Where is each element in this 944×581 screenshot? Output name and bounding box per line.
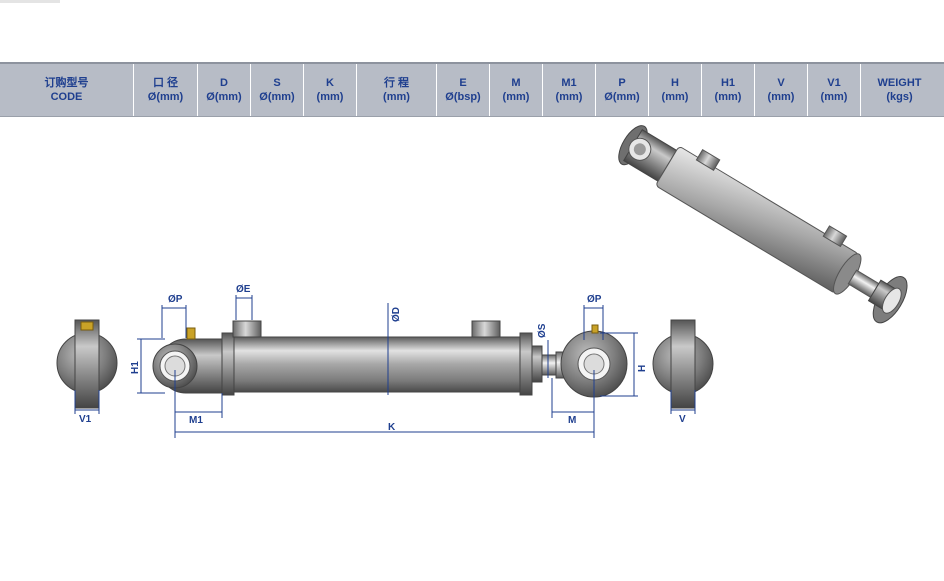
right-end-view: V <box>652 319 714 425</box>
column-header-h-line1: H <box>671 77 679 89</box>
column-header-e-line2: Ø(bsp) <box>445 91 481 103</box>
port-rear <box>232 320 262 338</box>
column-header-bore: 口 径 Ø(mm) <box>134 64 198 116</box>
column-header-v-line2: (mm) <box>767 91 795 103</box>
column-header-v-line1: V <box>777 77 785 89</box>
dim-label-m1: M1 <box>189 415 203 426</box>
gland <box>531 345 543 383</box>
top-accent-bar <box>0 0 60 3</box>
column-header-h1: H1 (mm) <box>702 64 755 116</box>
column-header-weight-line1: WEIGHT <box>877 77 922 89</box>
column-header-weight-line2: (kgs) <box>886 91 913 103</box>
column-header-s-line2: Ø(mm) <box>259 91 295 103</box>
column-header-h1-line2: (mm) <box>714 91 742 103</box>
column-header-m-line2: (mm) <box>502 91 530 103</box>
piston-rod <box>541 354 557 376</box>
column-header-s-line1: S <box>273 77 281 89</box>
column-header-m-line1: M <box>511 77 521 89</box>
column-header-stroke: 行 程 (mm) <box>357 64 437 116</box>
column-header-p: P Ø(mm) <box>596 64 649 116</box>
column-header-h-line2: (mm) <box>661 91 689 103</box>
column-header-e-line1: E <box>459 77 467 89</box>
dim-label-s: ØS <box>537 323 548 338</box>
column-header-k-line1: K <box>326 77 334 89</box>
column-header-h1-line1: H1 <box>720 77 736 89</box>
left-eye <box>152 327 223 394</box>
column-header-bore-line2: Ø(mm) <box>147 91 184 103</box>
column-header-d-line2: Ø(mm) <box>206 91 242 103</box>
front-cap <box>519 332 533 396</box>
dim-label-e: ØE <box>236 284 251 295</box>
column-header-p-line2: Ø(mm) <box>604 91 640 103</box>
dim-label-v1: V1 <box>79 414 92 425</box>
column-header-k: K (mm) <box>304 64 357 116</box>
column-header-k-line2: (mm) <box>316 91 344 103</box>
column-header-code-line2: CODE <box>50 91 83 103</box>
rear-cap <box>221 332 235 396</box>
column-header-m1-line1: M1 <box>561 77 577 89</box>
dim-label-p-right: ØP <box>587 294 602 305</box>
column-header-bore-line1: 口 径 <box>152 77 179 89</box>
dim-label-d: ØD <box>391 307 402 322</box>
column-header-d-line1: D <box>220 77 228 89</box>
column-header-v1-line2: (mm) <box>820 91 848 103</box>
left-end-view: V1 <box>56 319 118 425</box>
dim-label-m: M <box>568 415 576 426</box>
column-header-s: S Ø(mm) <box>251 64 304 116</box>
column-header-m1: M1 (mm) <box>543 64 596 116</box>
right-eye <box>555 324 628 398</box>
port-front <box>471 320 501 338</box>
side-view: ØP ØE ØD ØS ØP H1 H M1 K M <box>130 284 648 438</box>
dim-label-p-left: ØP <box>168 294 183 305</box>
column-header-p-line1: P <box>618 77 626 89</box>
isometric-cylinder-view <box>618 125 908 324</box>
column-header-code: 订购型号 CODE <box>0 64 134 116</box>
column-header-d: D Ø(mm) <box>198 64 251 116</box>
dim-label-k: K <box>388 422 396 433</box>
dim-label-v: V <box>679 414 686 425</box>
column-header-v: V (mm) <box>755 64 808 116</box>
column-header-weight: WEIGHT (kgs) <box>861 64 938 116</box>
spec-table-header: 订购型号 CODE 口 径 Ø(mm) D Ø(mm) S Ø(mm) K (mm) 行 程 (mm)… <box>0 62 944 117</box>
column-header-m: M (mm) <box>490 64 543 116</box>
barrel <box>233 336 521 393</box>
column-header-stroke-line2: (mm) <box>383 91 410 103</box>
column-header-m1-line2: (mm) <box>555 91 583 103</box>
column-header-h: H (mm) <box>649 64 702 116</box>
dim-label-h1: H1 <box>130 361 141 374</box>
column-header-e: E Ø(bsp) <box>437 64 490 116</box>
dimension-lines <box>137 295 638 438</box>
column-header-v1: V1 (mm) <box>808 64 861 116</box>
dim-label-h: H <box>637 365 648 372</box>
column-header-stroke-line1: 行 程 <box>383 77 410 89</box>
column-header-code-line1: 订购型号 <box>44 77 89 89</box>
column-header-v1-line1: V1 <box>827 77 841 89</box>
